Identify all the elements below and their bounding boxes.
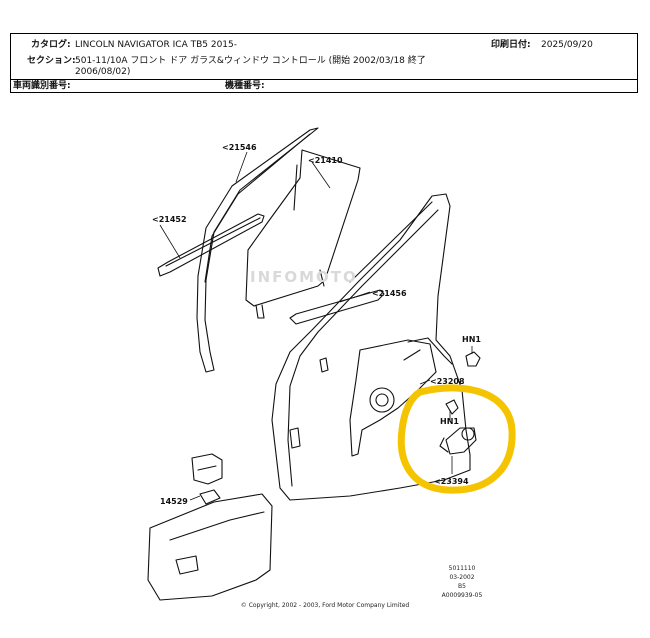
catalog-header: カタログ: LINCOLN NAVIGATOR ICA TB5 2015- 印刷… — [10, 33, 638, 93]
callout-hn1-mid: HN1 — [440, 417, 459, 426]
callout-21452: <21452 — [152, 215, 187, 224]
section-value-line1: 501-11/10A フロント ドア ガラス&ウィンドウ コントロール (開始 … — [75, 56, 426, 66]
callout-21410: <21410 — [308, 156, 343, 165]
parts-diagram: <21546 <21410 <21452 <21456 HN1 <23208 H… — [147, 127, 516, 601]
callout-21546: <21546 — [222, 143, 257, 152]
callout-21456: <21456 — [372, 289, 407, 298]
diagram-id-line4: A0009939-05 — [441, 592, 483, 599]
diagram-id-line3: B5 — [458, 583, 466, 590]
diagram-id-line1: 5011110 — [448, 565, 476, 572]
print-date-label: 印刷日付: — [491, 40, 531, 50]
header-divider — [11, 79, 637, 80]
callout-23208: <23208 — [430, 377, 465, 386]
diagram-id: 5011110 03-2002 B5 A0009939-05 — [432, 564, 492, 600]
diagram-id-line2: 03-2002 — [449, 574, 475, 581]
door-shell — [271, 193, 471, 501]
catalog-label: カタログ: — [31, 40, 71, 50]
copyright: © Copyright, 2002 - 2003, Ford Motor Com… — [240, 602, 410, 609]
callout-hn1-top: HN1 — [462, 335, 481, 344]
callout-23394: <23394 — [434, 477, 469, 486]
catalog-value: LINCOLN NAVIGATOR ICA TB5 2015- — [75, 40, 237, 50]
rear-run-channel — [196, 127, 319, 373]
armrest-trim — [147, 493, 273, 601]
door-glass — [245, 149, 361, 307]
window-motor — [445, 427, 477, 455]
print-date-value: 2025/09/20 — [541, 40, 593, 50]
nut-top — [465, 351, 481, 367]
watermark: INFOMOTO — [250, 268, 358, 286]
section-label: セクション: — [27, 56, 76, 66]
switch-housing — [191, 453, 223, 485]
belt-weatherstrip — [289, 289, 385, 325]
engine-number-label: 機種番号: — [225, 81, 265, 91]
section-value-line2: 2006/08/02) — [75, 67, 131, 77]
highlight-circle — [397, 384, 516, 494]
division-bar — [157, 213, 265, 277]
nut-mid — [445, 399, 459, 415]
window-regulator — [349, 339, 437, 457]
vin-label: 車両識別番号: — [13, 81, 71, 91]
callout-14529: 14529 — [160, 497, 188, 506]
